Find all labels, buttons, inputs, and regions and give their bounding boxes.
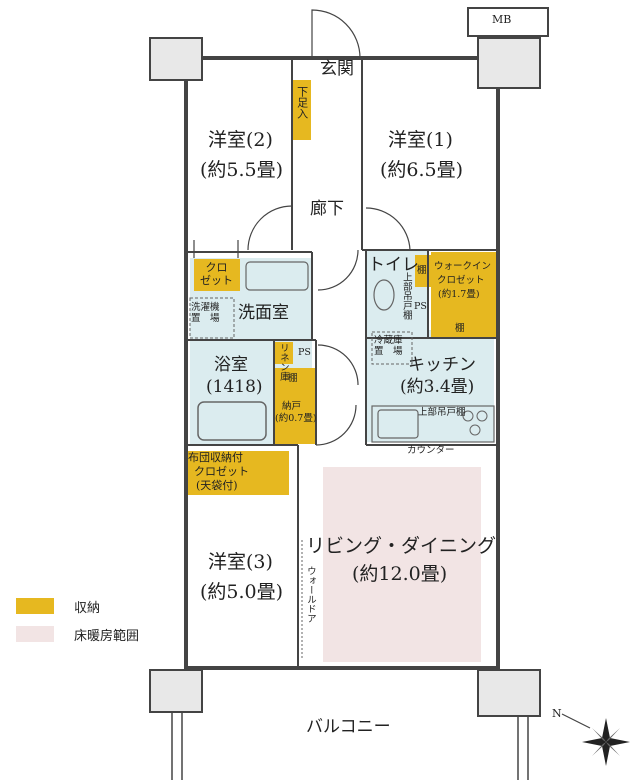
kitchen-counter [371, 405, 495, 443]
shoe-closet-fill [293, 80, 311, 140]
corridor-label: 廊下 [310, 199, 344, 219]
futon-label-3: (天袋付) [196, 479, 238, 492]
closet-label: クロ ゼット [200, 261, 233, 287]
bathroom-fill [190, 340, 274, 445]
column-bottom-right [477, 669, 541, 717]
compass-icon [582, 718, 630, 766]
counter-label: カウンター [407, 445, 455, 456]
legend-heating-label: 床暖房範囲 [74, 629, 140, 644]
kitchen-sink [377, 409, 419, 439]
column-bottom-left [149, 669, 203, 713]
ld-name: リビング・ダイニング [306, 535, 497, 557]
mb-label: MB [492, 13, 512, 26]
column-top-left [149, 37, 203, 81]
kitchen-name: キッチン [408, 355, 476, 375]
outer-wall [184, 56, 500, 670]
storage-room-fill [274, 368, 316, 444]
storage-label: 納戸 [282, 401, 302, 412]
fridge-place-label: 冷蔵庫 置 場 [374, 335, 403, 357]
burner-2 [476, 410, 488, 422]
linen-label: リネン庫 [277, 343, 289, 381]
room1-size: (約6.5畳) [380, 159, 464, 181]
legend-storage-swatch [16, 598, 54, 614]
kitchen-fill [366, 330, 494, 442]
futon-label-1: 布団収納付 [188, 451, 243, 464]
toilet-shelf-label: 棚 [417, 265, 427, 276]
north-label: N [552, 707, 562, 720]
room3-size: (約5.0畳) [200, 581, 284, 603]
walkin-shelf-label: 棚 [455, 323, 465, 334]
legend-storage-label: 収納 [74, 601, 101, 616]
ps-label-1: PS [414, 301, 427, 312]
door-swings [193, 9, 411, 446]
balcony-outline [171, 712, 529, 780]
room2-name: 洋室(2) [208, 129, 273, 151]
washer-place-box [189, 297, 235, 339]
genkan-label: 玄関 [320, 59, 354, 79]
walkin-label-1: ウォークイン [434, 261, 492, 272]
toilet-label: トイレ [368, 255, 419, 275]
floor-heating-area [323, 467, 481, 662]
washbasin [245, 261, 309, 291]
column-top-right [477, 37, 541, 89]
ld-size: (約12.0畳) [352, 563, 448, 585]
washroom-label: 洗面室 [238, 303, 289, 323]
storage-size: (約0.7畳) [275, 413, 317, 424]
toilet-bowl [373, 279, 395, 311]
walkin-size: (約1.7畳) [438, 289, 480, 300]
mb-box [467, 7, 549, 37]
north-arrow-line [561, 713, 591, 729]
walkin-closet-fill [431, 252, 497, 338]
fridge-place-box [371, 331, 413, 365]
toilet-upper-cabinet: 上部吊戸棚 [400, 272, 412, 320]
ps-label-2: PS [298, 347, 311, 358]
futon-closet-fill [186, 451, 289, 495]
burner-3 [469, 424, 481, 436]
storage-shelf-label: 棚 [288, 373, 298, 384]
walkin-label-2: クロゼット [437, 275, 485, 286]
washer-place-label: 洗濯機 置 場 [191, 302, 220, 324]
shoe-closet-label: 下足入 [295, 86, 309, 119]
futon-label-2: クロゼット [194, 465, 249, 478]
linen-fill [274, 342, 293, 364]
balcony-label: バルコニー [306, 717, 391, 737]
closet-fill [194, 259, 240, 291]
room2-size: (約5.5畳) [200, 159, 284, 181]
burner-1 [462, 410, 474, 422]
kitchen-upper-cabinet: 上部吊戸棚 [418, 407, 466, 418]
wall-door-label: ウォールドア [304, 566, 316, 623]
bathroom-size: (1418) [206, 377, 263, 397]
bathtub [197, 401, 267, 441]
kitchen-size: (約3.4畳) [400, 377, 475, 397]
room3-name: 洋室(3) [208, 551, 273, 573]
bathroom-name: 浴室 [214, 355, 248, 375]
room1-name: 洋室(1) [388, 129, 453, 151]
legend-heating-swatch [16, 626, 54, 642]
